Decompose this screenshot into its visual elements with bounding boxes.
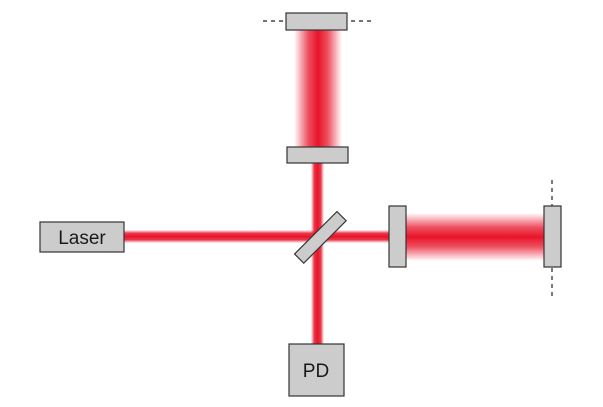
beam-splitter-to-horizontal-mirror xyxy=(318,230,390,243)
laser: Laser xyxy=(39,221,125,253)
horizontal-arm-cavity-beam xyxy=(405,213,546,261)
photodetector-label: PD xyxy=(303,361,329,382)
photodetector: PD xyxy=(288,343,345,397)
laser-label: Laser xyxy=(58,228,106,249)
input-mirror-vertical-arm xyxy=(286,146,349,164)
photodetector-box xyxy=(288,343,345,397)
beam-splitter-to-vertical-mirror xyxy=(311,163,324,243)
end-mirror-horizontal-arm xyxy=(543,205,562,268)
laser-box xyxy=(39,221,125,253)
input-mirror-horizontal-arm xyxy=(388,205,407,268)
input-beam xyxy=(124,230,318,243)
end-mirror-vertical-arm xyxy=(285,12,348,31)
beam-to-photodetector xyxy=(311,237,324,344)
beam-splitter xyxy=(293,210,348,265)
vertical-arm-cavity-beam xyxy=(294,30,342,148)
